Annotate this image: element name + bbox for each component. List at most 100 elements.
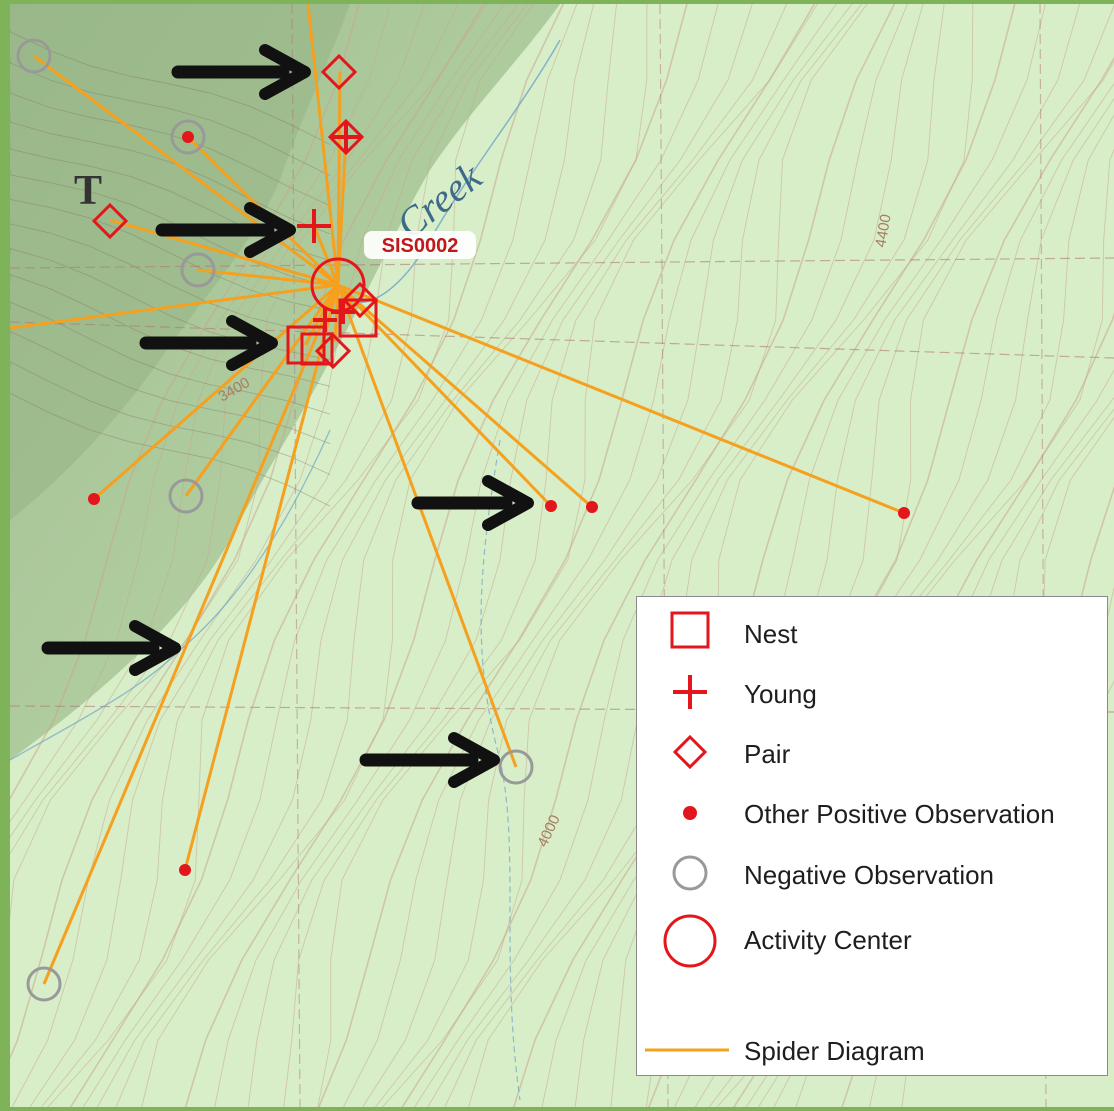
gray-circle-icon (672, 855, 708, 891)
legend-label-negative: Negative Observation (744, 860, 995, 890)
contour-line (10, 114, 331, 235)
negative-observation[interactable] (180, 252, 216, 288)
contour-line (283, 4, 788, 1107)
negative-observation[interactable] (26, 966, 62, 1002)
spider-line (93, 283, 339, 501)
contour-line (141, 4, 648, 1107)
contour-line (184, 4, 688, 1107)
annotation-arrow (171, 44, 311, 100)
contour-line (10, 4, 459, 855)
contour-line (10, 198, 331, 311)
positive-observation[interactable] (182, 131, 194, 143)
legend-label-spider-diagram: Spider Diagram (744, 1036, 925, 1066)
negative-observation[interactable] (498, 749, 534, 785)
contour-line (10, 86, 331, 207)
spider-line (337, 283, 905, 515)
red-dot-icon (683, 806, 697, 820)
spider-line (306, 4, 340, 286)
arrow-head (129, 620, 181, 676)
contour-line (427, 4, 924, 1107)
activity-center[interactable] (310, 257, 366, 313)
contour-line (69, 4, 565, 1107)
site-label-text: SIS0002 (382, 235, 459, 257)
site-label: SIS0002 (364, 231, 476, 259)
spider-line (197, 268, 339, 287)
legend-item-other-positive: Other Positive Observation (637, 787, 1107, 837)
annotation-arrows (41, 44, 534, 788)
contour-line (29, 4, 520, 1107)
contour-line (512, 4, 1016, 1107)
contour-line (541, 4, 1046, 1107)
arrow-head (244, 202, 296, 258)
arrow-head (226, 315, 278, 371)
survey-line (10, 257, 1114, 269)
orange-line-icon (645, 1048, 729, 1052)
negative-observation[interactable] (16, 38, 52, 74)
pair-observation[interactable] (341, 281, 379, 319)
positive-observation[interactable] (586, 501, 598, 513)
legend-label-other-positive: Other Positive Observation (744, 799, 1055, 829)
survey-line (291, 4, 301, 1107)
positive-observation[interactable] (179, 864, 191, 876)
annotation-arrow (41, 620, 181, 676)
pair-observation[interactable] (314, 332, 352, 370)
spider-line (336, 284, 518, 768)
annotation-arrow (359, 732, 500, 788)
contour-line (444, 4, 945, 1107)
legend-item-nest: Nest (637, 607, 1107, 657)
spider-line (10, 283, 339, 330)
contour-line (214, 4, 719, 1107)
spider-line (109, 218, 339, 287)
contour-line (10, 4, 488, 921)
legend-item-young: Young (637, 667, 1107, 717)
legend-label-nest: Nest (744, 619, 798, 649)
spider-line (42, 284, 340, 985)
contour-line (82, 4, 578, 1107)
pair-observation[interactable] (320, 53, 358, 91)
contour-line (10, 330, 331, 445)
contour-line (10, 4, 426, 838)
legend-item-negative: Negative Observation (637, 848, 1107, 898)
contour-line (317, 4, 819, 1107)
spider-line (337, 283, 593, 509)
legend-label-activity-center: Activity Center (744, 925, 912, 955)
contour-line (40, 4, 529, 1107)
contour-line (343, 4, 837, 1107)
arrow-head (448, 732, 500, 788)
positive-observation[interactable] (545, 500, 557, 512)
young-observation[interactable] (297, 209, 331, 243)
negative-observation[interactable] (170, 119, 206, 155)
contour-line (374, 4, 863, 1107)
young-cross-icon (673, 675, 707, 709)
contour-line (10, 223, 331, 336)
negative-observation[interactable] (168, 478, 204, 514)
legend-item-spider-diagram: Spider Diagram (637, 1024, 1107, 1074)
contour-line (317, 4, 816, 1107)
contour-line (10, 301, 331, 415)
legend-item-pair: Pair (637, 727, 1107, 777)
annotation-arrow (155, 202, 296, 258)
contour-line (10, 4, 485, 1060)
nest-square-icon (670, 611, 710, 649)
positive-observation[interactable] (898, 507, 910, 519)
contour-line (115, 4, 618, 1107)
legend-label-pair: Pair (744, 739, 791, 769)
observation-symbols (16, 38, 910, 1002)
spider-line (336, 283, 553, 508)
contour-line (10, 4, 391, 823)
contour-line (10, 392, 331, 507)
legend-item-activity-center: Activity Center (637, 913, 1107, 969)
nest-observation[interactable] (300, 332, 334, 366)
pair-observation[interactable] (91, 202, 129, 240)
contour-line (96, 4, 595, 1107)
annotation-arrow (411, 475, 534, 531)
positive-observation[interactable] (88, 493, 100, 505)
young-observation[interactable] (330, 121, 362, 153)
pair-diamond-icon (672, 734, 708, 770)
survey-line (10, 321, 1114, 359)
activity-center-circle-icon (663, 914, 717, 968)
arrow-head (259, 44, 311, 100)
